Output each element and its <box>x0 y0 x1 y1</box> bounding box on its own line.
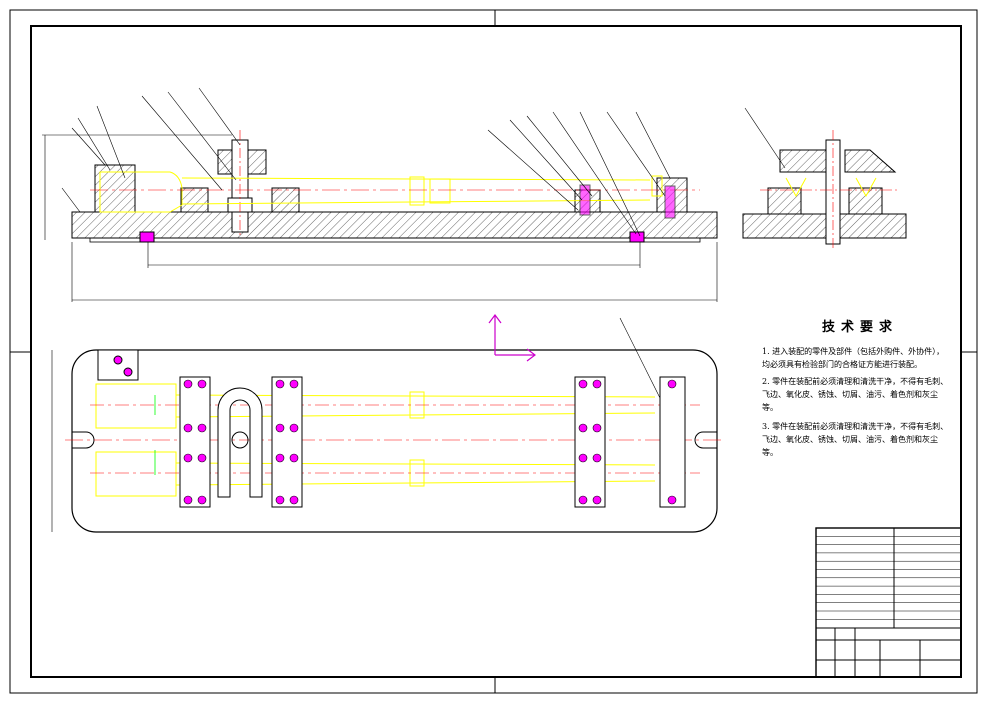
ucs-icon <box>488 314 536 362</box>
workpiece-shaft <box>99 171 663 213</box>
technical-note-3: 3. 零件在装配前必须清理和清洗干净，不得有毛刺、飞边、氧化皮、锈蚀、切屑、油污… <box>762 422 949 457</box>
title-block-rows <box>816 536 961 620</box>
clamp-blocks <box>179 376 686 508</box>
plan-view <box>51 317 725 533</box>
technical-requirements-title: 技术要求 <box>822 320 899 335</box>
technical-note-1: 1. 进入装配的零件及部件（包括外购件、外协件），均必须具有检验部门的合格证方能… <box>762 347 945 369</box>
side-section-view <box>742 107 907 250</box>
technical-note-2: 2. 零件在装配前必须清理和清洗干净，不得有毛刺、飞边、氧化皮、锈蚀、切屑、油污… <box>762 377 949 412</box>
front-section-view <box>42 87 718 302</box>
sheet-border <box>9 9 978 694</box>
